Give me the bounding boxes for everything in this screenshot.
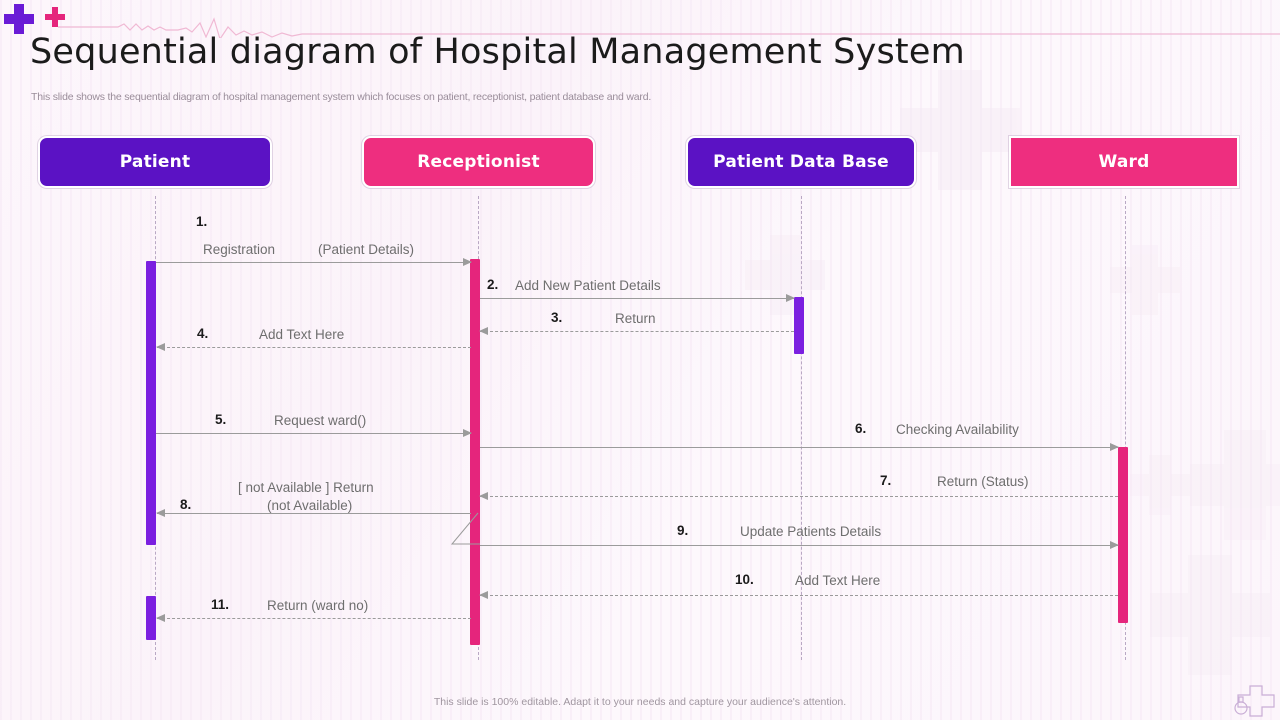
message-number-8: 8. [180,497,192,512]
activation-bar-ward [1118,447,1128,623]
page-subtitle: This slide shows the sequential diagram … [31,91,652,103]
outline-cross-bottom-right-icon [1234,685,1275,717]
medical-cross-pink-icon [45,7,65,27]
background-cross-decoration [1190,430,1280,540]
page-title: Sequential diagram of Hospital Managemen… [30,32,965,72]
actor-label: Ward [1098,152,1150,172]
lifeline-ward [1125,196,1126,660]
lifeline-patient-data-base [801,196,802,660]
actor-header-ward[interactable]: Ward [1009,136,1239,188]
background-cross-decoration [1130,455,1190,515]
actor-header-receptionist[interactable]: Receptionist [362,136,595,188]
diagonal-connector [450,512,480,545]
message-label-6: Checking Availability [896,422,1019,437]
background-cross-decoration [745,235,825,315]
message-number-9: 9. [677,523,689,538]
message-label-3: Return [615,311,656,326]
actor-header-patient-data-base[interactable]: Patient Data Base [686,136,916,188]
message-label-9: Update Patients Details [740,524,882,539]
medical-cross-purple-icon [4,4,34,34]
message-number-1: 1. [196,214,208,229]
message-label-8: [ not Available ] Return [238,480,374,495]
footer-note: This slide is 100% editable. Adapt it to… [433,696,847,708]
message-number-7: 7. [880,473,892,488]
message-number-10: 10. [735,572,754,587]
heartbeat-line-icon [58,17,1280,38]
activation-bar-patient-2 [146,596,156,640]
message-number-3: 3. [551,310,563,325]
message-label-7: Return (Status) [937,474,1029,489]
message-label-4: Add Text Here [259,327,345,342]
actor-header-patient[interactable]: Patient [38,136,272,188]
message-number-2: 2. [487,277,499,292]
activation-bar-database [794,297,804,354]
background-cross-decoration [900,70,1020,190]
actor-label: Patient [119,152,191,172]
activation-bar-receptionist [470,259,480,645]
message-number-11: 11. [211,597,230,612]
actor-label: Patient Data Base [713,152,889,172]
message-label-5: Request ward() [274,413,367,428]
actor-label: Receptionist [417,152,540,172]
message-label-1: Registration [203,242,276,257]
activation-bar-patient [146,261,156,545]
background-cross-decoration [1150,555,1270,675]
message-label-2: Add New Patient Details [515,278,661,293]
message-label-11: Return (ward no) [267,598,369,613]
message-label-1b: (Patient Details) [318,242,415,257]
message-label-10: Add Text Here [795,573,881,588]
background-cross-decoration [1110,245,1180,315]
message-label-8b: (not Available) [267,498,353,513]
message-number-4: 4. [197,326,209,341]
message-number-6: 6. [855,421,867,436]
message-number-5: 5. [215,412,227,427]
